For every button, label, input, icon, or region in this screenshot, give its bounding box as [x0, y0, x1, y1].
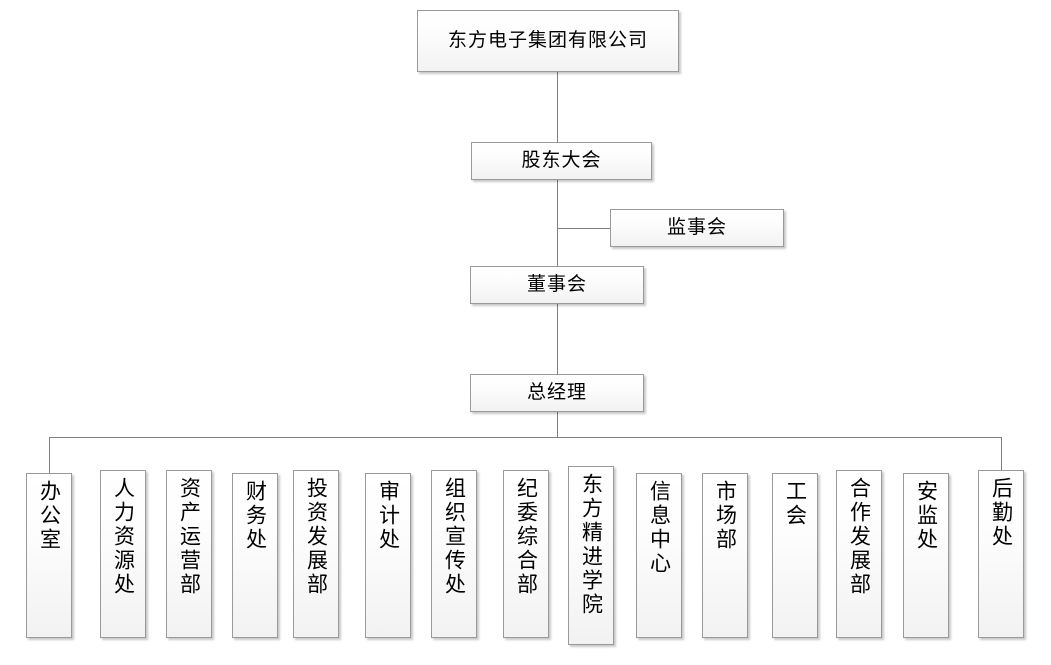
node-department[interactable]: 审计处	[365, 473, 411, 638]
node-department[interactable]: 纪委综合部	[503, 470, 549, 638]
node-department-label: 财务处	[243, 480, 268, 552]
node-department[interactable]: 工会	[772, 473, 818, 638]
node-department-label: 安监处	[914, 480, 939, 552]
node-department[interactable]: 组织宣传处	[431, 470, 477, 638]
node-department[interactable]: 合作发展部	[836, 470, 882, 638]
node-department-label: 信息中心	[647, 480, 672, 576]
node-department[interactable]: 后勤处	[978, 470, 1024, 638]
connector-board-to-gm	[557, 304, 558, 378]
connector-company-to-shareholders	[557, 72, 558, 142]
node-board-of-supervisors-label: 监事会	[666, 216, 727, 239]
node-shareholders-meeting[interactable]: 股东大会	[471, 142, 652, 180]
node-department-label: 审计处	[376, 480, 401, 552]
node-department-label: 东方精进学院	[579, 473, 604, 617]
node-board-of-supervisors[interactable]: 监事会	[610, 209, 784, 247]
node-board-of-directors[interactable]: 董事会	[470, 266, 644, 304]
node-department[interactable]: 财务处	[232, 473, 278, 638]
node-board-of-directors-label: 董事会	[526, 273, 587, 296]
node-department-label: 办公室	[37, 480, 62, 552]
node-department[interactable]: 人力资源处	[100, 470, 146, 638]
node-general-manager[interactable]: 总经理	[470, 374, 644, 412]
node-department[interactable]: 信息中心	[636, 473, 682, 638]
node-department[interactable]: 办公室	[26, 473, 72, 638]
node-department-label: 投资发展部	[304, 477, 329, 597]
node-shareholders-meeting-label: 股东大会	[521, 149, 602, 172]
node-department-label: 组织宣传处	[442, 477, 467, 597]
node-department-label: 市场部	[713, 480, 738, 552]
node-company-label: 东方电子集团有限公司	[447, 29, 648, 52]
node-department[interactable]: 安监处	[903, 473, 949, 638]
connector-gm-to-bus	[557, 412, 558, 438]
node-department[interactable]: 投资发展部	[293, 470, 339, 638]
connector-stem-to-supervisors	[557, 228, 611, 229]
node-department-label: 工会	[783, 480, 808, 528]
connector-bus-to-first-department	[49, 437, 50, 473]
node-department[interactable]: 市场部	[702, 473, 748, 638]
connector-bus-to-last-department	[1001, 437, 1002, 470]
node-department-label: 纪委综合部	[514, 477, 539, 597]
node-department[interactable]: 资产运营部	[166, 470, 212, 638]
node-company[interactable]: 东方电子集团有限公司	[417, 10, 679, 72]
node-department[interactable]: 东方精进学院	[568, 466, 614, 645]
connector-shareholders-to-board	[557, 180, 558, 266]
node-department-label: 合作发展部	[847, 477, 872, 597]
connector-department-bus	[49, 437, 1002, 438]
node-department-label: 后勤处	[989, 477, 1014, 549]
node-department-label: 人力资源处	[111, 477, 136, 597]
node-department-label: 资产运营部	[177, 477, 202, 597]
node-general-manager-label: 总经理	[526, 381, 587, 404]
